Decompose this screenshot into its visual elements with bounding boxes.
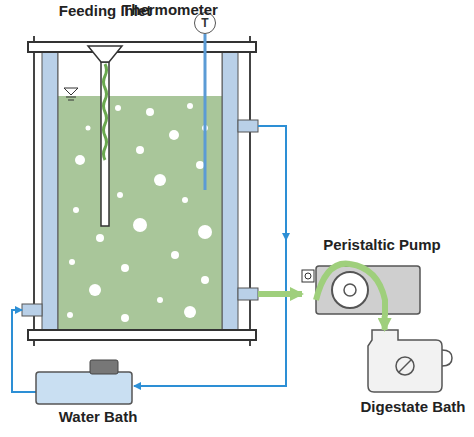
thermometer: ThermometerT: [194, 12, 216, 34]
thermometer-symbol: T: [195, 13, 215, 33]
water-bath: Water Bath: [36, 360, 132, 404]
tube-connector: [382, 316, 388, 330]
water-bath-label: Water Bath: [59, 408, 138, 426]
digestate-bath: Digestate Bath: [368, 330, 442, 392]
peristaltic-pump-label: Peristaltic Pump: [323, 236, 441, 254]
digestate-bath-label: Digestate Bath: [360, 398, 465, 416]
feeding-inlet: Feeding Inlet: [88, 40, 122, 62]
peristaltic-pump: Peristaltic Pump: [316, 266, 420, 316]
